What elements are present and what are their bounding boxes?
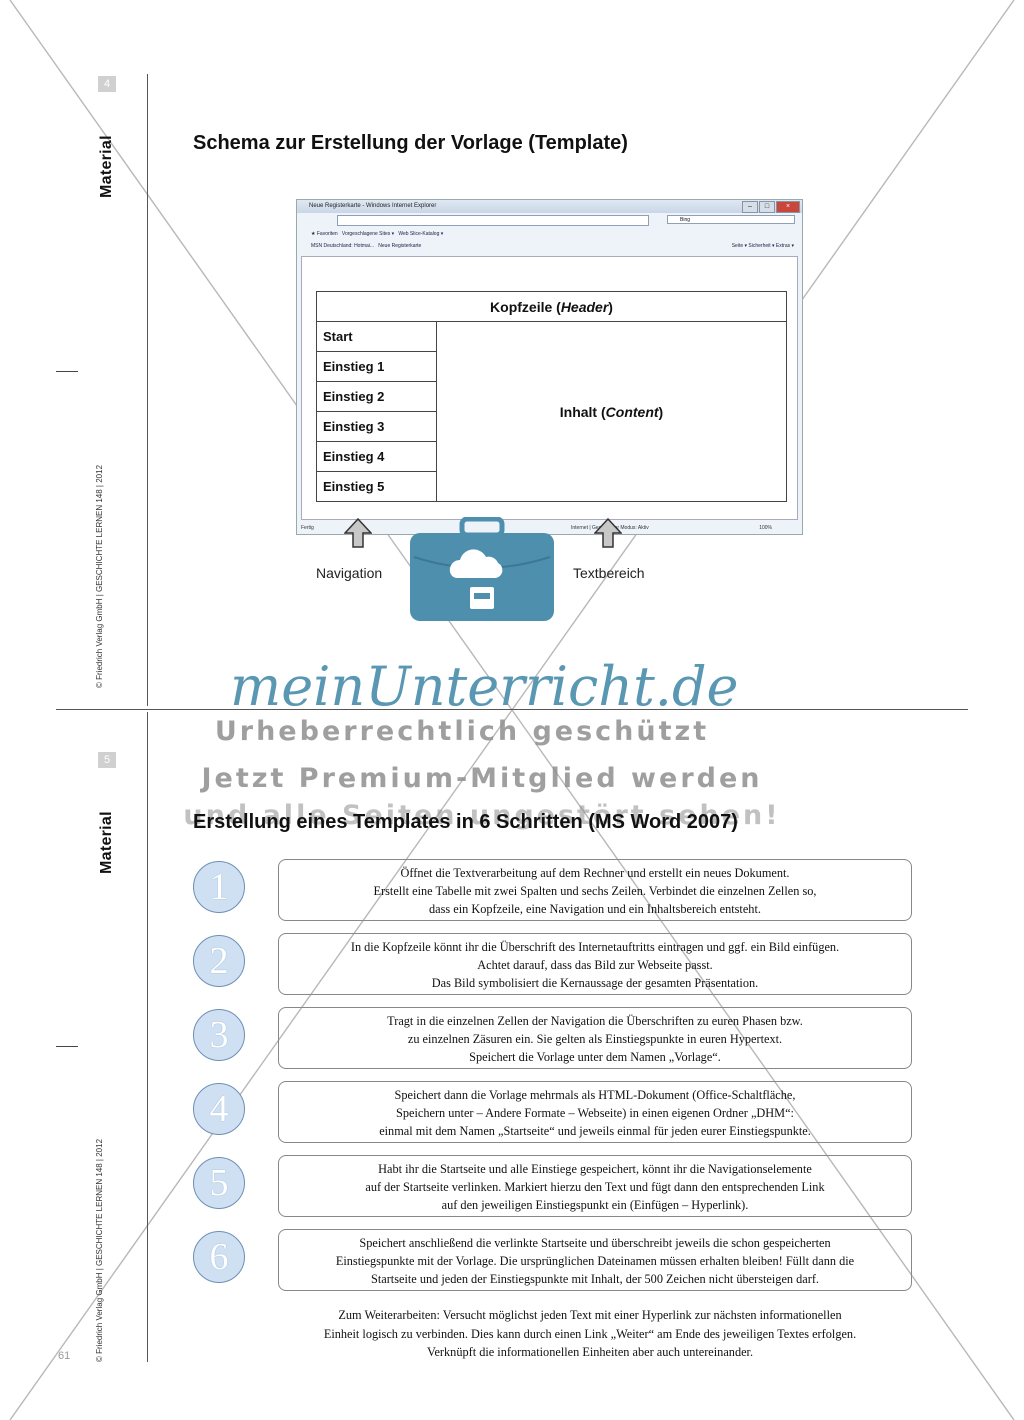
step-number-badge: 6: [193, 1231, 245, 1283]
nav-cell-einstieg-1: Einstieg 1: [316, 351, 437, 382]
margin-tick-top: [56, 371, 78, 372]
copyright-bottom: © Friedrich Verlag GmbH | GESCHICHTE LER…: [95, 1138, 104, 1362]
note-line-1: Zum Weiterarbeiten: Versucht möglichst j…: [338, 1308, 842, 1322]
status-zoom: 100%: [759, 525, 772, 531]
step-text-line: zu einzelnen Zäsuren ein. Sie gelten als…: [407, 1032, 783, 1046]
step-text-box: Speichert anschließend die verlinkte Sta…: [278, 1229, 912, 1291]
step-row: 4 Speichert dann die Vorlage mehrmals als…: [193, 1081, 913, 1145]
browser-page: Kopfzeile (Header) Start Inhalt (Content…: [301, 256, 798, 520]
step-number-badge: 2: [193, 935, 245, 987]
step-number-badge: 3: [193, 1009, 245, 1061]
step-text-box: Tragt in die einzelnen Zellen der Naviga…: [278, 1007, 912, 1069]
browser-window-title: Neue Registerkarte - Windows Internet Ex…: [309, 203, 437, 209]
browser-favorites-bar: ★ Favoriten Vorgeschlagene Sites ▾ Web S…: [297, 228, 802, 240]
step-text-box: Öffnet die Textverarbeitung auf dem Rech…: [278, 859, 912, 921]
template-header-cell: Kopfzeile (Header): [316, 291, 787, 322]
browser-search-field: Bing: [667, 215, 795, 224]
browser-mockup: Neue Registerkarte - Windows Internet Ex…: [296, 199, 803, 535]
step-text-line: Speichern unter – Andere Formate – Webse…: [396, 1106, 794, 1120]
close-icon: ×: [776, 201, 800, 213]
favorites-label: Favoriten: [316, 231, 338, 237]
step-text-line: auf den jeweiligen Einstiegspunkt ein (E…: [441, 1198, 749, 1212]
section-divider: [56, 709, 968, 710]
fav-suggested: Vorgeschlagene Sites ▾: [341, 231, 395, 237]
step-row: 3 Tragt in die einzelnen Zellen der Navig…: [193, 1007, 913, 1071]
step-row: 5 Habt ihr die Startseite und alle Einsti…: [193, 1155, 913, 1219]
step-row: 2 In die Kopfzeile könnt ihr die Überschr…: [193, 933, 913, 997]
margin-rule-top: [147, 74, 148, 706]
arrow-up-icon-navigation: [344, 518, 372, 548]
star-icon: ★: [311, 231, 316, 237]
step-number-badge: 5: [193, 1157, 245, 1209]
step-number-badge: 4: [193, 1083, 245, 1135]
page-number: 61: [58, 1350, 71, 1362]
template-header-row: Kopfzeile (Header): [316, 291, 787, 322]
maximize-icon: □: [759, 201, 775, 213]
step-text-line: Einstiegspunkte mit der Vorlage. Die urs…: [335, 1254, 855, 1268]
browser-address-bar: Bing: [297, 213, 802, 228]
minimize-icon: –: [742, 201, 758, 213]
nav-cell-einstieg-4: Einstieg 4: [316, 441, 437, 472]
margin-rule-bottom: [147, 712, 148, 1362]
step-text-box: Habt ihr die Startseite und alle Einstie…: [278, 1155, 912, 1217]
step-text-line: Speichert anschließend die verlinkte Sta…: [359, 1236, 831, 1250]
step-number-badge: 1: [193, 861, 245, 913]
note-line-3: Verknüpft die informationellen Einheiten…: [426, 1345, 754, 1359]
margin-tick-bottom: [56, 1046, 78, 1047]
fav-slice: Web Slice-Katalog ▾: [398, 231, 444, 237]
step-text-line: Habt ihr die Startseite und alle Einstie…: [378, 1162, 812, 1176]
nav-cell-einstieg-5: Einstieg 5: [316, 471, 437, 502]
nav-cell-einstieg-3: Einstieg 3: [316, 411, 437, 442]
step-text-line: dass ein Kopfzeile, eine Navigation und …: [429, 902, 761, 916]
watermark-logo: meinUnterricht.de: [230, 655, 739, 718]
page-box-bottom: 5: [98, 752, 116, 768]
browser-tabs: MSN Deutschland: Hotmai... Neue Register…: [297, 240, 802, 252]
template-table: Kopfzeile (Header) Start Inhalt (Content…: [316, 291, 787, 502]
step-text-line: Achtet darauf, dass das Bild zur Webseit…: [477, 958, 713, 972]
step-text-line: auf der Startseite verlinken. Markiert h…: [365, 1180, 825, 1194]
step-row: 1 Öffnet die Textverarbeitung auf dem Rec…: [193, 859, 913, 923]
step-text-line: Erstellt eine Tabelle mit zwei Spalten u…: [373, 884, 817, 898]
label-navigation: Navigation: [316, 565, 383, 581]
arrow-up-icon-textbereich: [594, 518, 622, 548]
template-content-cell: Inhalt (Content): [436, 321, 787, 502]
step-text-line: Speichert die Vorlage unter dem Namen „V…: [469, 1050, 721, 1064]
step-text-line: einmal mit dem Namen „Startseite“ und je…: [379, 1124, 811, 1138]
label-textbereich: Textbereich: [573, 565, 645, 581]
section2-title: Erstellung eines Templates in 6 Schritte…: [193, 811, 738, 833]
step-text-line: In die Kopfzeile könnt ihr die Überschri…: [350, 940, 840, 954]
page-box-top: 4: [98, 76, 116, 92]
step-text-box: Speichert dann die Vorlage mehrmals als …: [278, 1081, 912, 1143]
step-row: 6 Speichert anschließend die verlinkte St…: [193, 1229, 913, 1293]
copyright-top: © Friedrich Verlag GmbH | GESCHICHTE LER…: [95, 464, 104, 688]
watermark-line-2: Jetzt Premium-Mitglied werden: [201, 763, 763, 794]
step-text-line: Speichert dann die Vorlage mehrmals als …: [394, 1088, 796, 1102]
further-work-note: Zum Weiterarbeiten: Versucht möglichst j…: [270, 1306, 910, 1362]
status-left: Fertig: [301, 525, 314, 531]
step-text-box: In die Kopfzeile könnt ihr die Überschri…: [278, 933, 912, 995]
material-label-top: Material: [98, 135, 115, 198]
browser-tab-new: Neue Registerkarte: [378, 243, 422, 249]
briefcase-cloud-icon: [410, 517, 554, 621]
step-text-line: Startseite und jeden der Einstiegspunkte…: [370, 1272, 820, 1286]
section1-title: Schema zur Erstellung der Vorlage (Templ…: [193, 132, 628, 154]
step-text-line: Das Bild symbolisiert die Kernaussage de…: [431, 976, 759, 990]
watermark-line-3: und alle Seiten ungestört sehen!: [183, 800, 781, 831]
watermark-line-1: Urheberrechtlich geschützt: [214, 716, 710, 747]
nav-cell-start: Start: [316, 321, 437, 352]
address-field: [337, 215, 649, 226]
window-controls: – □ ×: [742, 201, 800, 213]
note-line-2: Einheit logisch zu verbinden. Dies kann …: [323, 1326, 857, 1341]
step-text-line: Öffnet die Textverarbeitung auf dem Rech…: [400, 866, 790, 880]
nav-cell-einstieg-2: Einstieg 2: [316, 381, 437, 412]
browser-titlebar: Neue Registerkarte - Windows Internet Ex…: [297, 200, 802, 213]
browser-tools: Seite ▾ Sicherheit ▾ Extras ▾: [731, 243, 794, 249]
browser-tab-msn: MSN Deutschland: Hotmai...: [311, 243, 375, 249]
step-text-line: Tragt in die einzelnen Zellen der Naviga…: [387, 1014, 803, 1028]
